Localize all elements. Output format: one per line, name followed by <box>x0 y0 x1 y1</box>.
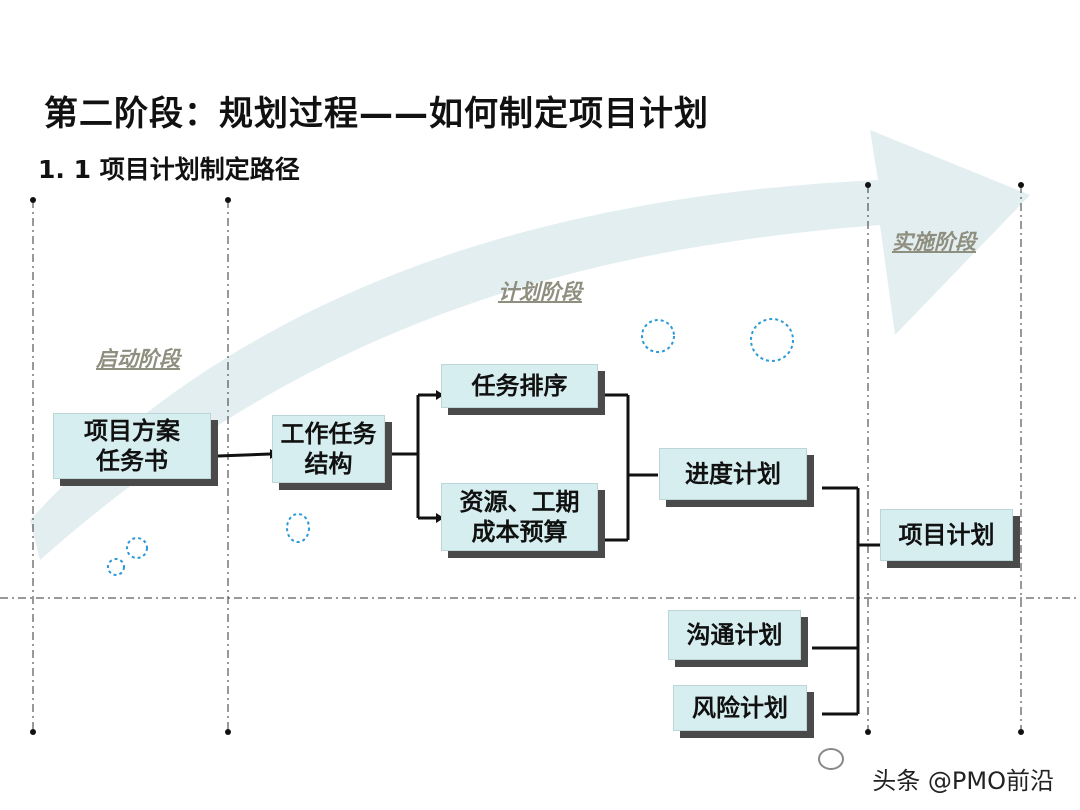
box-wbs: 工作任务结构 <box>272 415 385 483</box>
box-line: 项目方案 <box>84 417 180 445</box>
box-line: 任务书 <box>96 447 168 475</box>
box-task-sequencing: 任务排序 <box>441 364 598 408</box>
box-line: 成本预算 <box>471 518 568 546</box>
box-line: 资源、工期 <box>459 488 580 516</box>
box-communication-plan: 沟通计划 <box>668 610 801 660</box>
page-title: 第二阶段：规划过程——如何制定项目计划 <box>44 94 709 134</box>
phase-divider-lines <box>32 185 1022 732</box>
section-subtitle: 1. 1 项目计划制定路径 <box>38 155 300 184</box>
box-line: 结构 <box>304 450 353 478</box>
box-risk-plan: 风险计划 <box>673 685 807 731</box>
watermark: 头条 @PMO前沿 <box>872 767 1054 795</box>
box-project-plan: 项目计划 <box>880 509 1013 561</box>
stage-label-planning: 计划阶段 <box>498 280 582 304</box>
box-project-charter: 项目方案任务书 <box>53 413 211 479</box>
stage-label-execution: 实施阶段 <box>892 230 976 254</box>
box-label: 任务排序 <box>471 372 568 400</box>
progress-arrow <box>30 130 1030 560</box>
decorative-bubbles <box>107 318 794 576</box>
box-label: 进度计划 <box>685 460 781 488</box>
wechat-icon <box>818 748 844 770</box>
box-resource-budget: 资源、工期成本预算 <box>441 483 598 551</box>
box-label: 沟通计划 <box>686 621 783 649</box>
connector-lines <box>217 393 880 716</box>
box-schedule-plan: 进度计划 <box>659 448 807 500</box>
phase-line-endpoints <box>30 182 1024 735</box>
box-label: 项目计划 <box>898 521 995 549</box>
stage-label-initiation: 启动阶段 <box>96 347 180 371</box>
box-line: 工作任务 <box>280 420 377 448</box>
box-label: 风险计划 <box>692 694 788 722</box>
